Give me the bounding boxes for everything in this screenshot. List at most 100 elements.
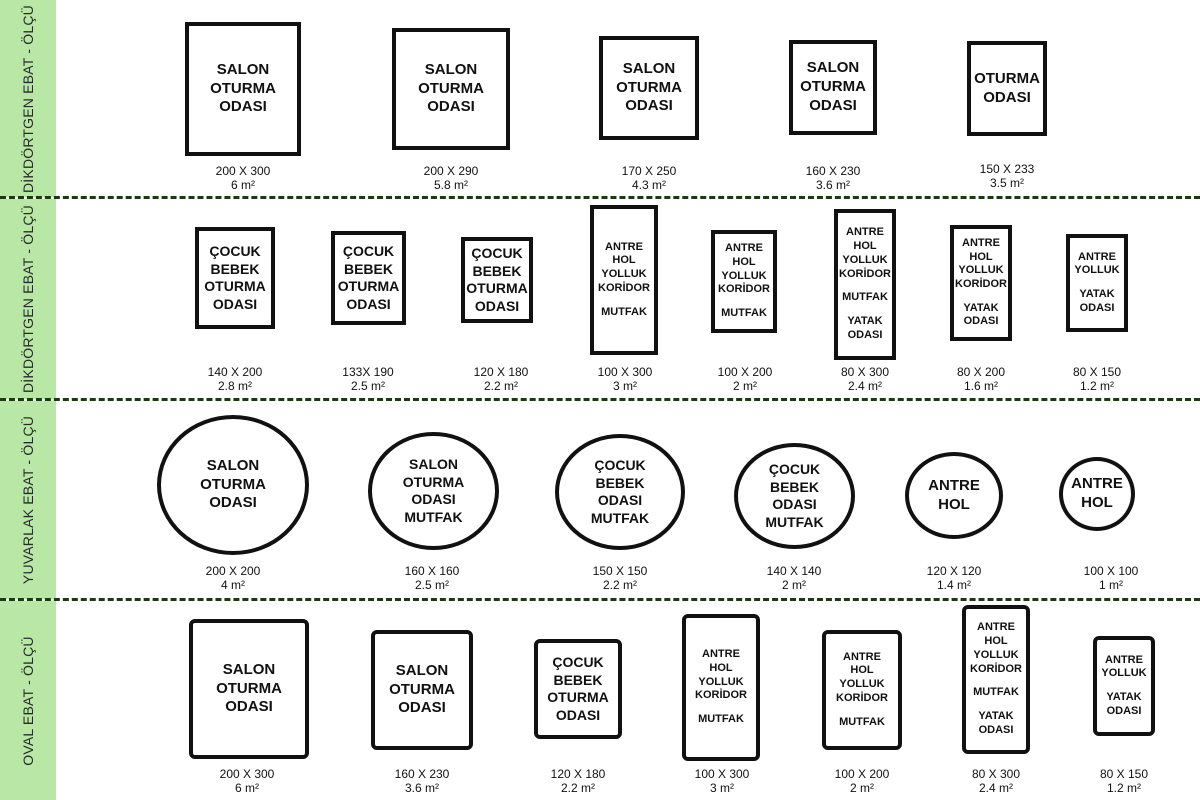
- row-label-text: YUVARLAK EBAT - ÖLÇÜ: [20, 415, 37, 585]
- rug-area: 6 m²: [235, 781, 259, 795]
- rug-label-line: BEBEK: [210, 260, 260, 277]
- rug-label-line: ODASI: [1106, 704, 1142, 717]
- rug-label-line: BEBEK: [472, 262, 522, 279]
- rug-area: 1.2 m²: [1106, 781, 1141, 795]
- rug-dimensions: 80 X 200: [956, 365, 1006, 379]
- rug-label-line: BEBEK: [343, 260, 393, 277]
- rug-label-line: SALON: [424, 60, 478, 78]
- rug-dimensions: 100 X 200: [834, 767, 890, 781]
- rug-area: 2 m²: [782, 578, 806, 592]
- row-label-text: OVAL EBAT - ÖLÇÜ: [20, 635, 36, 766]
- rug-area: 2.4 m²: [978, 781, 1013, 795]
- rug-label-line: ODASI: [555, 706, 601, 723]
- rug-label-line: ANTRE: [843, 650, 881, 663]
- rug-dimensions: 80 X 150: [1072, 365, 1122, 379]
- rug-label-line: ANTRE: [1078, 250, 1116, 263]
- rug-area: 2 m²: [733, 379, 757, 393]
- rug-label-line: KORİDOR: [695, 689, 747, 702]
- rug-label-line: ODASI: [212, 295, 258, 312]
- row-divider: [0, 398, 1200, 401]
- rug-label-line: SALON: [806, 59, 860, 77]
- rug-label-line: KORİDOR: [718, 283, 770, 296]
- rug-label-line: YOLLUK: [973, 648, 1019, 661]
- rug-area: 2.2 m²: [560, 781, 595, 795]
- rug-label-line: OTURMA: [402, 473, 465, 490]
- rug-label-line: ODASI: [983, 88, 1031, 106]
- rug-label-line: YOLLUK: [721, 269, 767, 282]
- rug-label-line: ODASI: [847, 328, 883, 341]
- rug-label-line: OTURMA: [337, 278, 400, 294]
- rug-label-line: MUTFAK: [404, 508, 463, 525]
- rug-label-line: ODASI: [772, 496, 817, 512]
- rug-label-line: ODASI: [411, 491, 456, 507]
- rug-label-line: ÇOCUK: [342, 243, 395, 259]
- rug-area: 4 m²: [221, 578, 245, 592]
- rug-label-line: OTURMA: [204, 278, 266, 294]
- rug-area: 1.6 m²: [963, 379, 998, 393]
- rug-dimensions: 140 X 140: [766, 564, 822, 578]
- rug-area: 2.8 m²: [217, 379, 252, 393]
- rug-area: 3 m²: [613, 379, 637, 393]
- rug-label-line: KORİDOR: [836, 691, 888, 704]
- rug-area: 2.2 m²: [483, 379, 518, 393]
- rug-area: 5.8 m²: [433, 178, 468, 192]
- rug-dimensions: 120 X 180: [473, 365, 529, 379]
- rug-label-line: OTURMA: [800, 78, 866, 96]
- rug-area: 2.5 m²: [350, 379, 385, 393]
- rug-label-line: SALON: [216, 60, 270, 78]
- rug-label-line: ÇOCUK: [471, 245, 523, 261]
- row-divider: [0, 598, 1200, 601]
- rug-label-line: SALON: [222, 660, 276, 678]
- rug-label-line: OTURMA: [418, 79, 484, 97]
- rug-dimensions: 170 X 250: [621, 164, 677, 178]
- row-label: DİKDÖRTGEN EBAT - ÖLÇÜ: [0, 199, 56, 399]
- rug-label-line: MUTFAK: [839, 715, 885, 728]
- rug-dimensions: 200 X 300: [215, 164, 271, 178]
- rug-label-line: OTURMA: [389, 680, 455, 698]
- row-label-text: DİKDÖRTGEN EBAT - ÖLÇÜ: [20, 4, 36, 193]
- rug-label-line: YOLLUK: [1074, 264, 1120, 277]
- rug-label-line: ODASI: [809, 96, 857, 114]
- rug-label-line: OTURMA: [616, 78, 682, 96]
- row-label: DİKDÖRTGEN EBAT - ÖLÇÜ: [0, 0, 56, 197]
- rug-label-line: MUTFAK: [765, 513, 824, 530]
- rug-label-line: MUTFAK: [721, 307, 767, 320]
- rug-label-line: ÇOCUK: [209, 243, 261, 259]
- rug-label-line: OTURMA: [210, 79, 276, 97]
- rug-label-line: YATAK: [847, 315, 883, 328]
- rug-label-line: HOL: [709, 661, 733, 674]
- rug-label-line: ODASI: [398, 699, 446, 717]
- rug-area: 2.4 m²: [847, 379, 882, 393]
- rug-label-line: KORİDOR: [598, 281, 650, 294]
- rug-dimensions: 200 X 300: [219, 767, 275, 781]
- rug-label-line: MUTFAK: [842, 291, 888, 304]
- rug-area: 3.6 m²: [815, 178, 850, 192]
- rug-dimensions: 200 X 290: [423, 164, 479, 178]
- rug-label-line: BEBEK: [769, 478, 819, 495]
- rug-area: 2 m²: [850, 781, 874, 795]
- rug-label-line: MUTFAK: [601, 305, 647, 318]
- rug-label-line: YOLLUK: [1101, 667, 1147, 680]
- rug-label-line: HOL: [853, 240, 877, 253]
- rug-label-line: ODASI: [978, 723, 1014, 736]
- rug-area: 3 m²: [710, 781, 734, 795]
- rug-label-line: HOL: [984, 635, 1008, 648]
- rug-label-line: ANTRE: [962, 236, 1000, 249]
- rug-dimensions: 200 X 200: [205, 564, 261, 578]
